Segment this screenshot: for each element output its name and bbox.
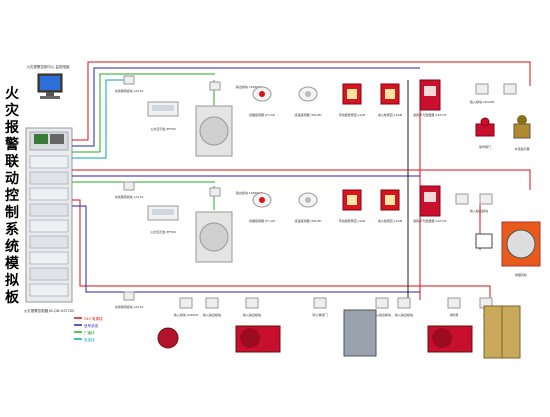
- title-char: 控: [5, 187, 19, 204]
- row2-speaker-label: 输出模块 LD6800C: [236, 190, 263, 195]
- wiring-lines: [72, 61, 531, 300]
- cabinet-panel: [29, 203, 69, 217]
- row2-extra-label: 输入输出模块: [470, 208, 488, 213]
- cabinet-panel: [29, 187, 69, 201]
- bottom-item-label: 输入输出模块: [373, 312, 391, 317]
- row2-module-label: 总线隔离模块 LA179: [115, 194, 144, 199]
- title-char: 灾: [5, 102, 20, 119]
- bottom-item-label: 输入输出模块: [395, 312, 413, 317]
- device-alarm: 编码声光警报器 GST-HX: [413, 79, 447, 117]
- bottom-item: 输入模块 LD4400: [174, 297, 199, 317]
- row1-valve-label: 信号阀门: [479, 144, 491, 149]
- cabinet-panel: [29, 283, 69, 297]
- device-manual: 手动报警按钮 J-SAP: [339, 83, 366, 117]
- computer-label: 火灾报警控制中心 监视电脑: [26, 64, 70, 69]
- device-label: 消火栓按钮 J-SAM: [378, 112, 403, 117]
- title-char: 统: [5, 238, 19, 255]
- bottom-item-label: 防火卷帘门: [312, 312, 327, 317]
- bottom-module-label: 总线隔离模块 LA179: [115, 304, 144, 309]
- bottom-item: 消防泵: [447, 297, 461, 317]
- bottom-item: 输入输出模块: [395, 297, 413, 317]
- row1-module-label: 总线隔离模块 LA179: [115, 88, 144, 93]
- row1-extra-label: 输入模块 LD4400: [470, 99, 495, 104]
- device-alarm: 编码声光警报器 GST-HX: [413, 185, 447, 223]
- legend-label: 广播线: [84, 330, 95, 335]
- row1-display-label: 火灾显示盘 ZF500: [150, 126, 176, 131]
- device-label: 感温探测器 JTW-ZD: [295, 112, 323, 117]
- monitor-pc: 火灾报警控制中心 监视电脑: [26, 64, 70, 99]
- title-char: 系: [5, 221, 19, 238]
- bottom-item-label: 输入输出模块: [243, 312, 261, 317]
- cabinet-panel: [29, 155, 69, 169]
- row1-speaker-label: 输出模块 LD6800C: [236, 84, 263, 89]
- controller-label: 火灾报警控制器 JB-QB-GST200: [24, 308, 75, 313]
- row1-flow-label: 水流指示器: [514, 146, 529, 151]
- device-manual: 手动报警按钮 J-SAP: [339, 189, 366, 223]
- title-char: 报: [5, 120, 19, 136]
- title-char: 动: [5, 170, 19, 187]
- device-hydrant: 消火栓按钮 J-SAM: [378, 189, 403, 223]
- cabinet-panel: [29, 251, 69, 265]
- title-char: 板: [5, 289, 20, 306]
- device-heat: 感温探测器 JTW-ZD: [295, 192, 323, 223]
- legend-label: 信号总线: [84, 323, 98, 328]
- row-1: 总线隔离模块 LA179 火灾显示盘 ZF500 输出模块 LD6800C 感烟…: [115, 75, 531, 157]
- title-char: 警: [5, 136, 19, 153]
- title-char: 制: [5, 204, 19, 221]
- device-hydrant: 消火栓按钮 J-SAM: [378, 83, 403, 117]
- bottom-item: 输入输出模块: [203, 297, 221, 317]
- title-char: 联: [5, 154, 20, 170]
- cabinet-panel: [29, 267, 69, 281]
- bottom-item-label: 消防泵: [449, 312, 458, 317]
- device-smoke: 感烟探测器 JTY-GD: [249, 192, 276, 223]
- device-label: 编码声光警报器 GST-HX: [413, 218, 446, 223]
- title-char: 模: [5, 255, 20, 272]
- row2-display-label: 火灾显示盘 ZF500: [150, 229, 176, 234]
- title-char: 火: [5, 86, 20, 102]
- device-heat: 感温探测器 JTW-ZD: [295, 86, 323, 117]
- bottom-item: 防火卷帘门: [312, 297, 328, 317]
- title-char: 拟: [5, 272, 19, 289]
- device-smoke: 感烟探测器 JTY-GD: [249, 86, 276, 117]
- cabinet-panel: [29, 235, 69, 249]
- device-label: 感温探测器 JTW-ZD: [295, 218, 323, 223]
- bottom-item-label: 输入输出模块: [203, 312, 221, 317]
- cabinet-panel: [29, 219, 69, 233]
- device-label: 消火栓按钮 J-SAM: [378, 218, 403, 223]
- device-label: 编码声光警报器 GST-HX: [413, 112, 446, 117]
- bottom-item: 输入输出模块: [243, 297, 261, 317]
- device-label: 手动报警按钮 J-SAP: [339, 218, 366, 223]
- cabinet-panel: [29, 171, 69, 185]
- device-label: 感烟探测器 JTY-GD: [249, 218, 276, 223]
- device-label: 手动报警按钮 J-SAP: [339, 112, 366, 117]
- bottom-item-label: 输入模块 LD4400: [174, 312, 199, 317]
- bottom-item: 输入输出模块: [373, 297, 391, 317]
- device-label: 感烟探测器 JTY-GD: [249, 112, 276, 117]
- row2-fan-label: 排烟风机: [515, 272, 527, 277]
- alarm-controller-cabinet: 火灾报警控制器 JB-QB-GST200: [24, 127, 75, 313]
- legend-label: 24V 电源线: [84, 316, 103, 321]
- legend-label: 电话线: [84, 337, 95, 342]
- row-2: 总线隔离模块 LA179 火灾显示盘 ZF500 输出模块 LD6800C 感烟…: [115, 181, 541, 277]
